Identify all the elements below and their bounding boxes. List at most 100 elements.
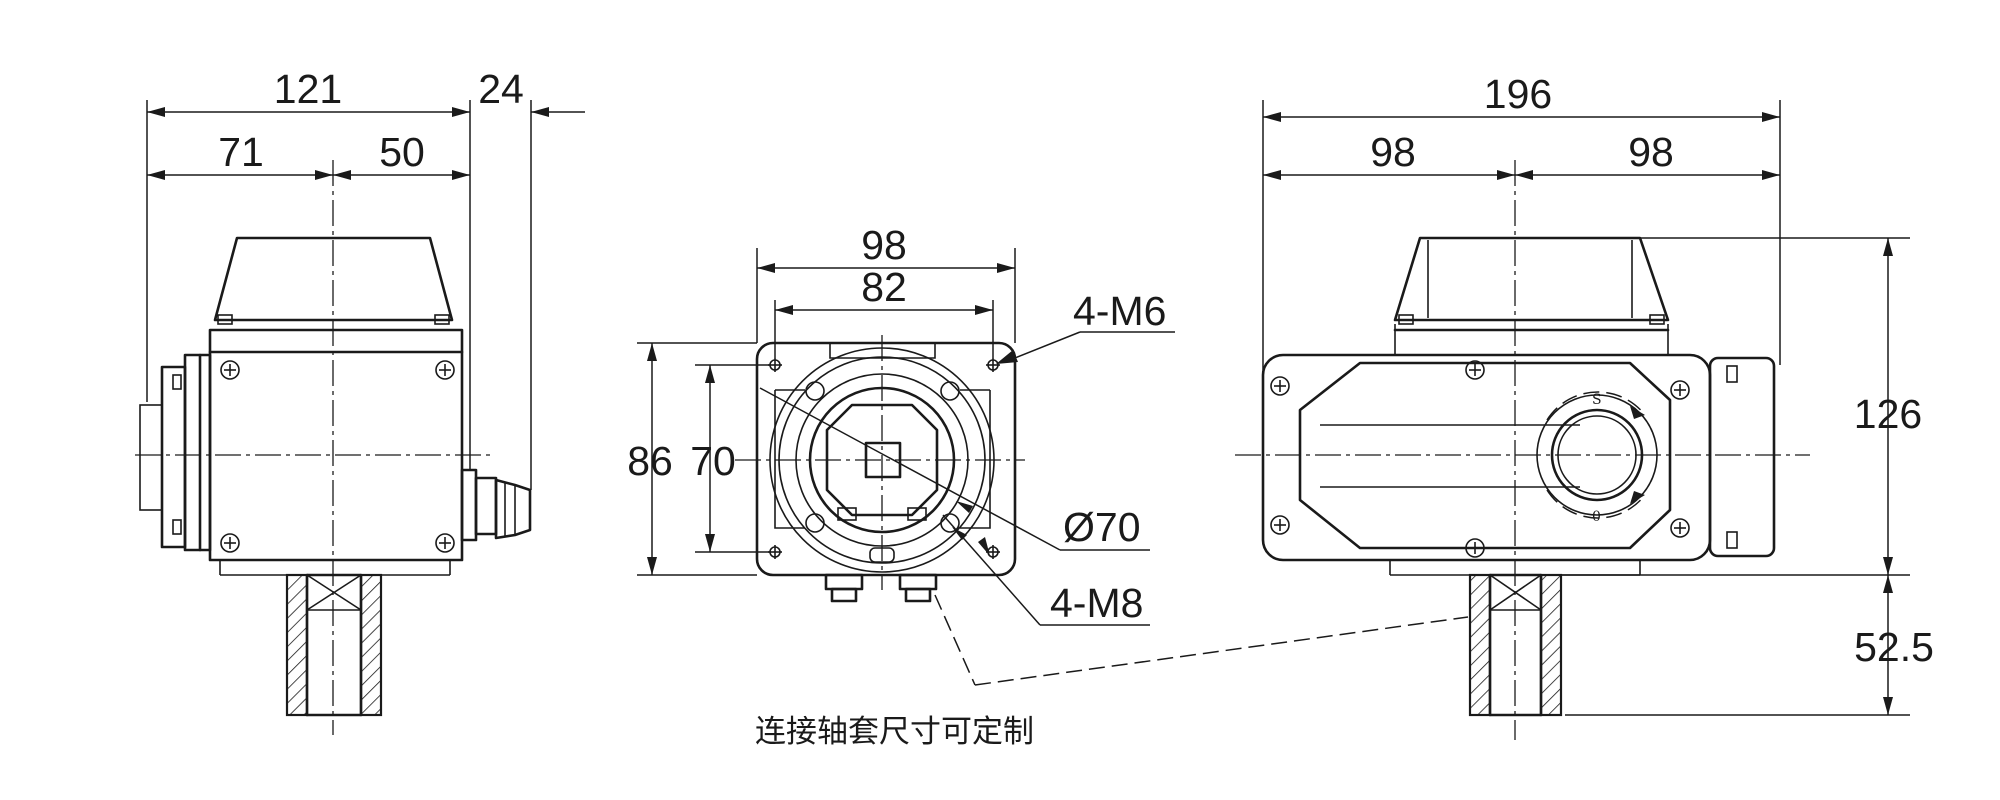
side-dim-50-arrow-right: [452, 170, 470, 180]
flange-dim-98-label: 98: [861, 222, 907, 268]
front-indicator-arc-bottom: [1546, 489, 1646, 519]
side-top-cover: [213, 236, 454, 322]
side-left-slot-bottom: [172, 519, 182, 535]
front-inner-panel: [1298, 361, 1672, 550]
front-dim-98-left-label: 98: [1370, 129, 1416, 175]
front-cover-foot-right: [1649, 314, 1665, 325]
flange-bottom-bolt-left: [824, 573, 864, 603]
flange-dim-82-arrow-right: [975, 305, 993, 315]
front-right-slot-bottom: [1726, 531, 1738, 549]
front-shaft-sleeve-right: [1539, 573, 1563, 717]
flange-outer-ring-a: [769, 347, 995, 573]
flange-callout-dia-label: Ø70: [1063, 504, 1141, 550]
side-cover-foot-right: [434, 314, 450, 325]
front-dim-196-label: 196: [1484, 71, 1552, 117]
front-indicator-open-mark: S: [1592, 392, 1602, 408]
flange-dim-82-label: 82: [861, 264, 907, 310]
flange-callout-m6-label: 4-M6: [1073, 288, 1166, 334]
front-dim-126-label: 126: [1854, 391, 1922, 437]
flange-dim-86-arrow-top: [647, 343, 657, 361]
front-shaft-bore: [1488, 573, 1543, 717]
front-dim-98-right-arrow-a: [1515, 170, 1533, 180]
side-dim-71-arrow-left: [147, 170, 165, 180]
side-housing: [208, 328, 464, 562]
note-leader-right: [974, 616, 1469, 686]
front-dim-98-right-arrow-b: [1762, 170, 1780, 180]
side-dim-50-label: 50: [379, 129, 425, 175]
flange-dim-70-arrow-bottom: [705, 534, 715, 552]
side-left-slot-top: [172, 374, 182, 390]
front-screw-top-mid: [1465, 360, 1485, 380]
flange-callout-m8-label: 4-M8: [1050, 580, 1143, 626]
flange-bottom-bump-left: [837, 507, 857, 521]
flange-m8-hole-bottom-right: [940, 513, 960, 533]
side-dim-71-arrow-right: [315, 170, 333, 180]
front-dim-98-right-label: 98: [1628, 129, 1674, 175]
flange-square-drive: [864, 441, 902, 479]
side-dim-71-label: 71: [218, 129, 264, 175]
front-indicator-window: [1550, 408, 1644, 502]
front-shaft-cross-b: [1489, 574, 1542, 611]
front-indicator-window-inner: [1557, 415, 1637, 495]
flange-m8-hole-top-left: [805, 381, 825, 401]
front-dim-196-arrow-left: [1263, 112, 1281, 122]
front-indicator-close-mark: 0: [1592, 509, 1601, 525]
front-dim-52-5-arrow-bottom: [1883, 697, 1893, 715]
front-screw-bottom-mid: [1465, 538, 1485, 558]
flange-top-notch: [829, 343, 936, 359]
flange-m6-hole-bottom-left: [768, 545, 782, 559]
front-dim-196-arrow-right: [1762, 112, 1780, 122]
flange-callout-m8-arrow: [952, 527, 967, 540]
flange-callout-m6-leader: [1014, 331, 1081, 359]
flange-bottom-bolt-right: [898, 573, 938, 603]
flange-outer-ring-b: [778, 356, 986, 564]
flange-m6-hole-top-right: [986, 358, 1000, 372]
flange-plate: [755, 341, 1017, 577]
front-screw-right-top: [1670, 380, 1690, 400]
flange-callout-m8-arrow-2: [978, 537, 990, 556]
side-screw-bottom-right: [435, 533, 455, 553]
flange-callout-dia-arrow: [956, 501, 973, 513]
front-indicator-arc-top: [1546, 391, 1646, 421]
front-dim-52-5-label: 52.5: [1854, 624, 1934, 670]
customization-note: 连接轴套尺寸可定制: [755, 594, 1469, 750]
flange-dim-98-arrow-right: [997, 263, 1015, 273]
front-screw-right-bottom: [1670, 518, 1690, 538]
flange-dim-86-arrow-bottom: [647, 557, 657, 575]
flange-callout-dia-leader: [759, 387, 1061, 551]
front-dim-98-left-arrow-a: [1263, 170, 1281, 180]
note-leader-left: [934, 594, 976, 686]
side-dim-121-arrow-left: [147, 107, 165, 117]
side-screw-top-left: [220, 360, 240, 380]
side-dim-50-arrow-left: [333, 170, 351, 180]
side-shaft-sleeve-left: [285, 573, 309, 717]
flange-bottom-bump-right: [907, 507, 927, 521]
front-shaft-sleeve-left: [1468, 573, 1492, 717]
front-indicator-arrow-top: [1630, 406, 1645, 419]
front-indicator-arrow-bottom: [1630, 491, 1645, 504]
flange-dim-70-arrow-top: [705, 365, 715, 383]
side-screw-top-right: [435, 360, 455, 380]
flange-octagon: [825, 403, 939, 517]
side-dim-121-arrow-right: [452, 107, 470, 117]
flange-dim-98-arrow-left: [757, 263, 775, 273]
flange-dim-70-label: 70: [690, 438, 736, 484]
flange-callout-m6-arrow: [996, 350, 1018, 364]
front-indicator-ring: [1536, 394, 1658, 516]
flange-dim-82-arrow-left: [775, 305, 793, 315]
side-shaft-sleeve-right: [359, 573, 383, 717]
note-text: 连接轴套尺寸可定制: [755, 714, 1034, 750]
front-dim-98-left-arrow-b: [1497, 170, 1515, 180]
side-cable-gland: [460, 468, 532, 542]
side-screw-bottom-left: [220, 533, 240, 553]
side-shaft-cross-b: [306, 574, 362, 611]
side-dim-24-arrow: [531, 107, 549, 117]
front-right-cover: [1708, 356, 1776, 558]
side-cover-foot-left: [217, 314, 233, 325]
flange-diameter-70-circle: [795, 373, 969, 547]
flange-bottom-tab: [869, 547, 895, 563]
flange-dim-86-label: 86: [627, 438, 673, 484]
front-dim-126-arrow-bottom: [1883, 557, 1893, 575]
front-view: S 0 196 98 98 1: [1235, 71, 1934, 740]
